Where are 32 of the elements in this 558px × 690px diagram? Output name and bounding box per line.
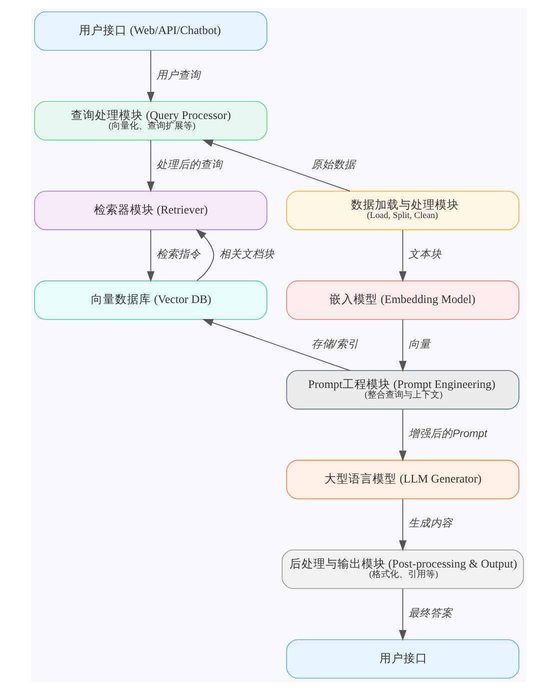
arrow bbox=[202, 319, 350, 371]
edge-label: 最终答案 bbox=[408, 607, 453, 620]
node-box: Prompt工程模块 (Prompt Engineering) (整合查询与上下文) bbox=[286, 370, 520, 410]
node-box: 数据加载与处理模块 (Load, Split, Clean) bbox=[286, 190, 520, 230]
node-box: 向量数据库 (Vector DB) bbox=[34, 280, 268, 320]
arrow bbox=[196, 229, 214, 282]
edge-label: 原始数据 bbox=[312, 158, 356, 171]
arrow bbox=[146, 230, 155, 282]
node-box: 查询处理模块 (Query Processor) (向量化、查询扩展等) bbox=[34, 101, 268, 140]
edge-label: 相关文档块 bbox=[219, 248, 274, 261]
arrow bbox=[399, 408, 407, 462]
node-box: 用户接口 (Web/API/Chatbot) bbox=[34, 11, 268, 51]
arrow bbox=[146, 50, 155, 103]
edge-label: 检索指令 bbox=[156, 248, 201, 261]
node-box: 后处理与输出模块 (Post-processing & Output) (格式化、引用等) bbox=[282, 550, 524, 589]
edge-label: 向量 bbox=[408, 338, 431, 350]
arrow bbox=[399, 319, 407, 372]
edge-label: 存储/索引 bbox=[311, 338, 358, 350]
node-box: 嵌入模型 (Embedding Model) bbox=[286, 280, 520, 320]
edge-label: 处理后的查询 bbox=[156, 158, 223, 171]
edge-label: 生成内容 bbox=[408, 518, 453, 530]
node-box: 用户接口 bbox=[286, 639, 520, 679]
arrow bbox=[146, 140, 155, 192]
node-box: 大型语言模型 (LLM Generator) bbox=[286, 460, 520, 500]
edge-label: 用户查询 bbox=[156, 69, 201, 82]
arrow bbox=[399, 588, 407, 641]
arrow bbox=[399, 230, 407, 282]
node-box: 检索器模块 (Retriever) bbox=[34, 190, 268, 230]
edge-label: 增强后的Prompt bbox=[408, 428, 488, 440]
edge-label: 文本块 bbox=[408, 248, 442, 261]
arrow bbox=[202, 140, 350, 192]
arrow bbox=[399, 498, 407, 552]
